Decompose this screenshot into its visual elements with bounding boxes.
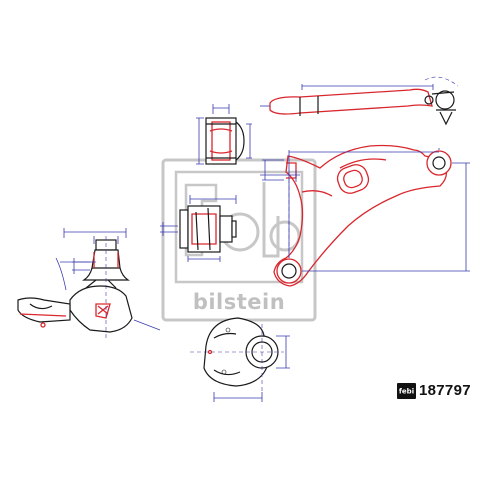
febi-badge-logo: febi (397, 383, 416, 399)
bushing-section-view (196, 104, 252, 165)
control-arm-top-view (260, 144, 470, 287)
bushing-round-view (190, 317, 290, 402)
bushing-side-view (160, 195, 237, 262)
watermark-brand-text: bilstein (193, 290, 285, 314)
part-number: 187797 (419, 382, 471, 399)
ball-joint-side-view (17, 228, 161, 340)
arm-side-view (260, 76, 459, 126)
febi-badge-text: febi (399, 388, 414, 396)
